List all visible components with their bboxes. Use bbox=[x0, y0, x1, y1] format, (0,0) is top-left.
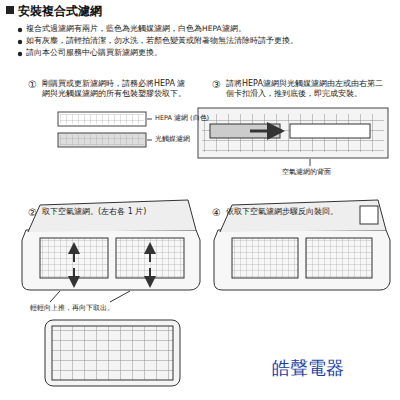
step-text: 依取下空氣濾網步驟反向裝回。 bbox=[226, 207, 391, 217]
step-text: 取下空氣濾網。(左右各 1 片) bbox=[42, 207, 202, 217]
filter-back bbox=[198, 108, 388, 166]
title-square bbox=[6, 6, 14, 14]
note: 複合式過濾網有兩片，藍色為光觸媒濾網，白色為HEPA濾網。 bbox=[26, 24, 396, 34]
note: 請向本公司服務中心購買新濾網更換。 bbox=[26, 48, 396, 58]
air-conditioner bbox=[214, 200, 390, 290]
instruction: 輕輕向上推，再向下取出。 bbox=[30, 304, 114, 313]
callout-number: ② bbox=[28, 206, 37, 219]
part-name: 光觸媒濾網 bbox=[155, 135, 190, 143]
callout-number: ① bbox=[28, 78, 37, 91]
callout-number: ④ bbox=[212, 206, 221, 219]
step-text: 剛購買或更新濾網時，請務必將HEPA 濾網與光觸媒濾網的所有包裝塑膠袋取下。 bbox=[42, 79, 192, 100]
callout-number: ③ bbox=[212, 78, 221, 91]
bullets bbox=[18, 28, 22, 56]
watermark: 皓聲電器 bbox=[272, 356, 344, 379]
step-text: 請將HEPA濾網與光觸媒濾網由左或由右第二個卡扣滑入，推到底後，即完成安裝。 bbox=[226, 79, 388, 100]
section-title: 安裝複合式濾網 bbox=[18, 4, 102, 20]
air-conditioner bbox=[22, 200, 200, 386]
part-name: 空氣濾網的背面 bbox=[282, 168, 331, 177]
part-name: HEPA 濾網 (白色) bbox=[155, 114, 209, 122]
note: 如有灰塵，請輕拍清潔，勿水洗，若顏色變黃或附著物無法清除時請予更換。 bbox=[26, 36, 396, 46]
filter-strips bbox=[58, 112, 152, 147]
